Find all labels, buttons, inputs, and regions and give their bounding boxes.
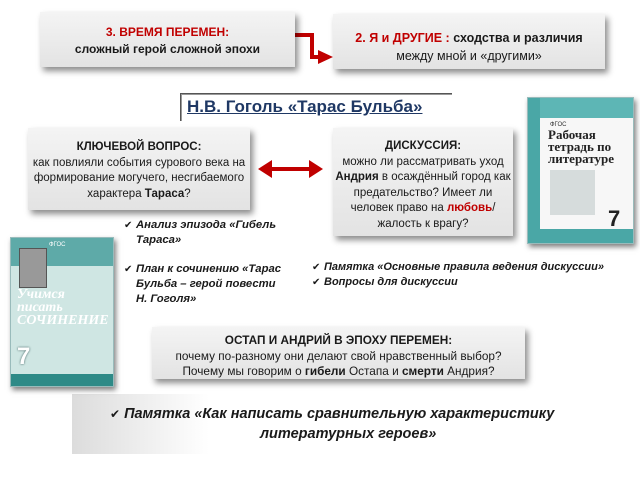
page-title: Н.В. Гоголь «Тарас Бульба»: [180, 93, 452, 121]
double-arrow-left-head: [258, 160, 272, 178]
book-bottom-band: [11, 374, 113, 386]
list-item: ✔Вопросы для дискуссии: [312, 276, 458, 288]
right-task-list: ✔Памятка «Основные правила ведения диску…: [312, 260, 640, 290]
author-photo: [19, 248, 47, 288]
key-question-box: КЛЮЧЕВОЙ ВОПРОС: как повлияли события су…: [28, 128, 250, 210]
topic-others-line2: между мной и «другими»: [396, 49, 542, 63]
bottom-memo-line1: Памятка «Как написать сравнительную хара…: [124, 406, 555, 422]
book-illustration: [550, 170, 595, 215]
ostap-question-2: Почему мы говорим о гибели Остапа и смер…: [182, 364, 495, 378]
bottom-memo-text: ✔Памятка «Как написать сравнительную хар…: [110, 404, 630, 444]
check-icon: ✔: [110, 407, 121, 421]
discussion-heading: ДИСКУССИЯ:: [384, 140, 462, 152]
elbow-arrow-head: [318, 50, 333, 64]
book-series-label: ФГОС: [550, 122, 567, 128]
book-title: Учимся писать СОЧИНЕНИЕ: [17, 287, 109, 328]
list-item: ✔Анализ эпизода «Гибель Тараса»: [124, 219, 277, 246]
key-question-heading: КЛЮЧЕВОЙ ВОПРОС:: [76, 141, 202, 153]
topic-others-rest: сходства и различия: [449, 31, 583, 45]
bottom-memo-panel: [72, 394, 620, 454]
check-icon: ✔: [124, 264, 133, 275]
topic-time-of-change-box: 3. ВРЕМЯ ПЕРЕМЕН: сложный герой сложной …: [40, 12, 295, 67]
key-question-text: как повлияли события сурового века на фо…: [32, 156, 246, 200]
topic-others-lead: 2. Я и ДРУГИЕ :: [355, 31, 450, 45]
discussion-text: можно ли рассматривать уход Андрия в оса…: [335, 155, 511, 230]
ostap-question-1: почему по-разному они делают свой нравст…: [175, 348, 502, 363]
book-bottom-band: [540, 229, 633, 243]
book-top-band: [540, 98, 633, 118]
topic-others-line1: 2. Я и ДРУГИЕ : сходства и различия: [333, 29, 605, 47]
list-item: ✔План к сочинению «Тарас Бульба – герой …: [124, 263, 282, 305]
book-series-label: ФГОС: [49, 242, 66, 248]
essay-book-cover-image: ФГОС Учимся писать СОЧИНЕНИЕ 7: [10, 237, 114, 387]
discussion-box: ДИСКУССИЯ: можно ли рассматривать уход А…: [333, 128, 513, 236]
bottom-memo-line2: литературных героев»: [260, 426, 437, 442]
topic-time-heading: 3. ВРЕМЯ ПЕРЕМЕН:: [105, 25, 230, 39]
topic-me-and-others-box: 2. Я и ДРУГИЕ : сходства и различия межд…: [333, 14, 605, 69]
ostap-heading: ОСТАП И АНДРИЙ В ЭПОХУ ПЕРЕМЕН:: [224, 333, 453, 347]
check-icon: ✔: [124, 220, 133, 231]
book-spine: [528, 98, 540, 243]
list-item: ✔Памятка «Основные правила ведения диску…: [312, 261, 604, 273]
check-icon: ✔: [312, 262, 321, 273]
left-task-list: ✔Анализ эпизода «Гибель Тараса» ✔План к …: [124, 218, 284, 307]
check-icon: ✔: [312, 277, 321, 288]
book-grade: 7: [608, 206, 621, 231]
double-arrow-right-head: [309, 160, 323, 178]
ostap-andriy-box: ОСТАП И АНДРИЙ В ЭПОХУ ПЕРЕМЕН: почему п…: [152, 327, 525, 379]
workbook-cover-image: ФГОС Рабочая тетрадь по литературе 7: [527, 97, 634, 244]
topic-time-subtitle: сложный герой сложной эпохи: [74, 42, 261, 56]
book-title: Рабочая тетрадь по литературе: [548, 127, 615, 166]
book-grade: 7: [17, 343, 31, 370]
